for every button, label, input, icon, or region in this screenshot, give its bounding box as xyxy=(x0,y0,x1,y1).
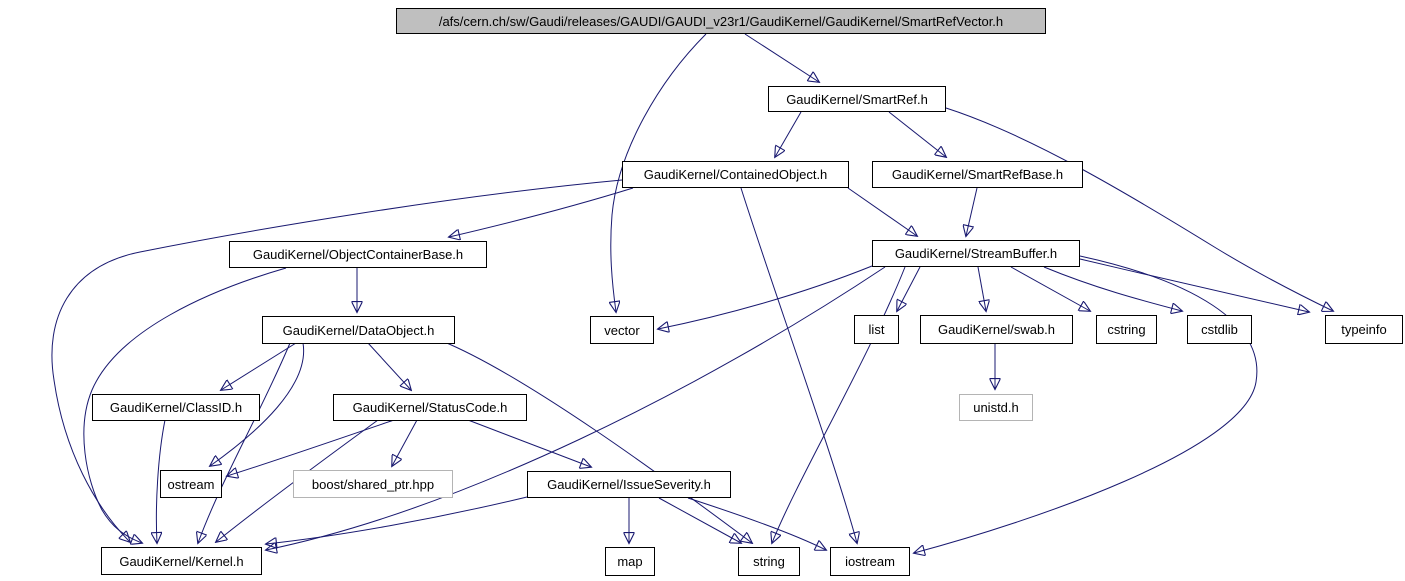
edge-statuscode-ostream xyxy=(227,419,395,476)
edge-dataobject-statuscode xyxy=(367,342,411,390)
node-unistd-h: unistd.h xyxy=(959,394,1033,421)
edge-root-vector xyxy=(611,33,707,312)
edge-dataobject-classid xyxy=(221,342,297,390)
edge-streambuffer-iostream xyxy=(914,255,1258,553)
edge-streambuffer-string xyxy=(772,266,906,543)
node-root-file: /afs/cern.ch/sw/Gaudi/releases/GAUDI/GAU… xyxy=(396,8,1046,34)
edge-objectcontainerbase-kernel xyxy=(83,267,287,543)
node-boost-shared-ptr-hpp: boost/shared_ptr.hpp xyxy=(293,470,453,498)
node-cstring: cstring xyxy=(1096,315,1157,344)
node-swab-h[interactable]: GaudiKernel/swab.h xyxy=(920,315,1073,344)
edge-root-smartref xyxy=(744,33,819,82)
node-cstdlib: cstdlib xyxy=(1187,315,1252,344)
edge-issueseverity-kernel xyxy=(266,496,528,544)
node-containedobject-h[interactable]: GaudiKernel/ContainedObject.h xyxy=(622,161,849,188)
node-string: string xyxy=(738,547,800,576)
edge-smartref-typeinfo xyxy=(945,107,1333,311)
edge-issueseverity-string xyxy=(658,497,741,543)
node-issueseverity-h[interactable]: GaudiKernel/IssueSeverity.h xyxy=(527,471,731,498)
node-ostream: ostream xyxy=(160,470,222,498)
edge-containedobject-objectcontainerbase xyxy=(449,187,634,237)
edge-streambuffer-swab xyxy=(977,266,986,311)
node-objectcontainerbase-h[interactable]: GaudiKernel/ObjectContainerBase.h xyxy=(229,241,487,268)
edge-classid-kernel xyxy=(156,419,166,543)
edge-streambuffer-kernel xyxy=(266,266,886,550)
edge-dataobject-ostream xyxy=(210,342,305,466)
node-streambuffer-h[interactable]: GaudiKernel/StreamBuffer.h xyxy=(872,240,1080,267)
node-iostream: iostream xyxy=(830,547,910,576)
edge-streambuffer-vector xyxy=(658,265,873,329)
edge-issueseverity-iostream xyxy=(687,497,826,550)
node-vector: vector xyxy=(590,316,654,344)
edge-containedobject-iostream xyxy=(740,187,857,543)
edge-containedobject-kernel xyxy=(51,179,623,542)
edge-smartrefbase-streambuffer xyxy=(966,187,978,236)
edge-statuscode-boost xyxy=(392,419,418,466)
node-statuscode-h[interactable]: GaudiKernel/StatusCode.h xyxy=(333,394,527,421)
edge-streambuffer-typeinfo xyxy=(1079,258,1309,312)
node-kernel-h[interactable]: GaudiKernel/Kernel.h xyxy=(101,547,262,575)
edge-smartref-containedobject xyxy=(775,111,802,157)
edge-statuscode-issueseverity xyxy=(467,419,591,467)
node-map: map xyxy=(605,547,655,576)
edge-dataobject-string xyxy=(441,340,752,543)
edge-containedobject-streambuffer xyxy=(847,187,917,236)
edge-dataobject-kernel xyxy=(198,342,291,543)
node-smartrefbase-h[interactable]: GaudiKernel/SmartRefBase.h xyxy=(872,161,1083,188)
edge-smartref-smartrefbase xyxy=(888,111,946,157)
node-classid-h[interactable]: GaudiKernel/ClassID.h xyxy=(92,394,260,421)
edge-streambuffer-cstring xyxy=(1010,266,1090,311)
node-typeinfo: typeinfo xyxy=(1325,315,1403,344)
edge-streambuffer-cstdlib xyxy=(1043,266,1182,311)
edge-streambuffer-list xyxy=(897,266,921,311)
node-smartref-h[interactable]: GaudiKernel/SmartRef.h xyxy=(768,86,946,112)
node-list: list xyxy=(854,315,899,344)
node-dataobject-h[interactable]: GaudiKernel/DataObject.h xyxy=(262,316,455,344)
